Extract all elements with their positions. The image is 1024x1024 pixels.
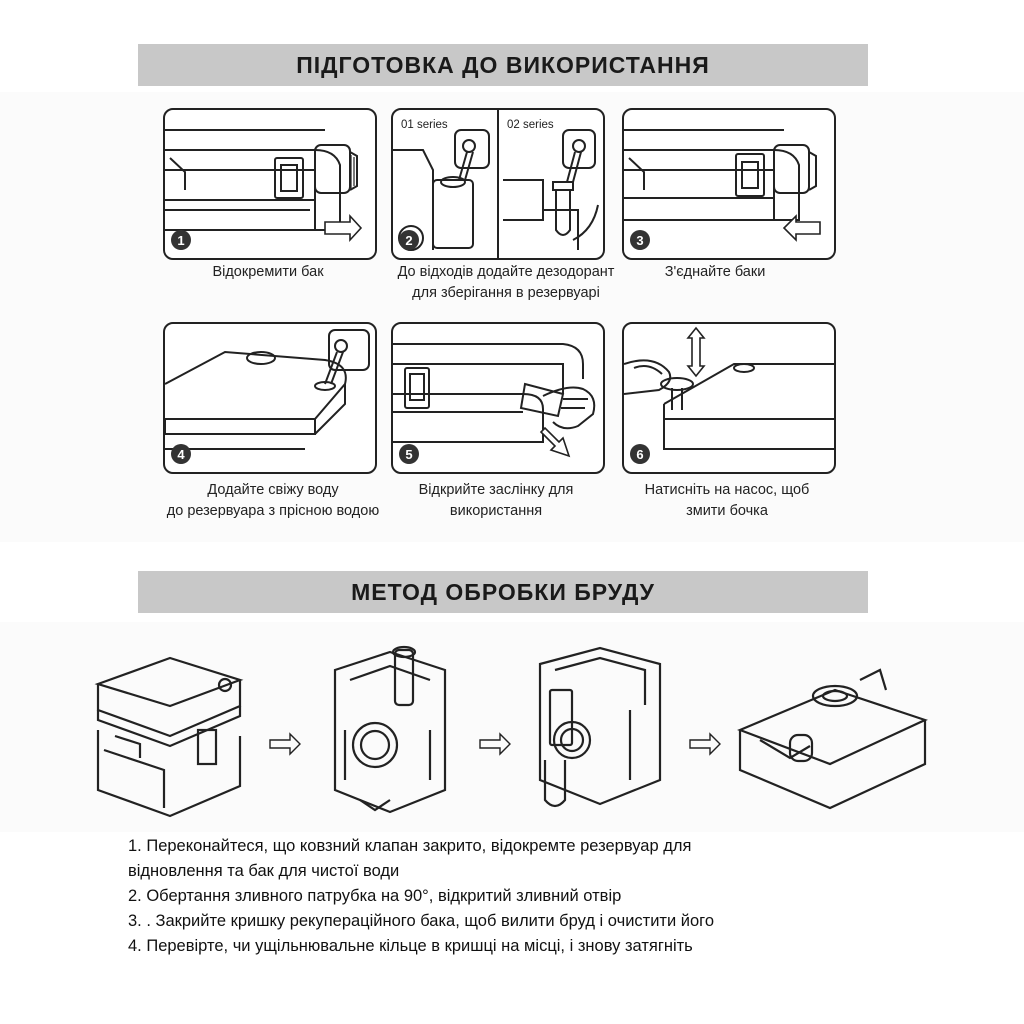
instruction-line: 2. Обертання зливного патрубка на 90°, в…	[128, 884, 888, 909]
step-caption-5: Відкрийте заслінку для використання	[381, 480, 611, 522]
fresh-water-illustration: 4	[165, 324, 375, 472]
waste-title: МЕТОД ОБРОБКИ БРУДУ	[351, 579, 655, 606]
step-caption-3: З'єднайте баки	[610, 262, 820, 283]
waste-process-illustration	[90, 640, 930, 820]
instruction-line: 4. Перевірте, чи ущільнювальне кільце в …	[128, 934, 888, 959]
instruction-line: 1. Переконайтеся, що ковзний клапан закр…	[128, 834, 888, 859]
step-panel-6: 6	[622, 322, 836, 474]
open-valve-illustration: 5	[393, 324, 603, 472]
instruction-line: відновлення та бак для чистої води	[128, 859, 888, 884]
waste-banner: МЕТОД ОБРОБКИ БРУДУ	[138, 571, 868, 613]
svg-text:3: 3	[636, 233, 643, 248]
step-caption-4: Додайте свіжу воду до резервуара з прісн…	[128, 480, 418, 522]
preparation-banner: ПІДГОТОВКА ДО ВИКОРИСТАННЯ	[138, 44, 868, 86]
svg-text:5: 5	[405, 447, 412, 462]
toilet-separate-illustration: 1	[165, 110, 375, 258]
toilet-connect-illustration: 3	[624, 110, 834, 258]
step-caption-6: Натисніть на насос, щоб змити бочка	[612, 480, 842, 522]
svg-text:2: 2	[405, 233, 412, 248]
step-panel-1: 1	[163, 108, 377, 260]
svg-text:6: 6	[636, 447, 643, 462]
svg-text:02 series: 02 series	[507, 119, 554, 131]
svg-text:01 series: 01 series	[401, 119, 448, 131]
waste-instructions: 1. Переконайтеся, що ковзний клапан закр…	[128, 834, 888, 959]
instruction-line: 3. . Закрийте кришку рекупераційного бак…	[128, 909, 888, 934]
step-panel-4: 4	[163, 322, 377, 474]
svg-text:1: 1	[177, 233, 184, 248]
step-caption-1: Відокремити бак	[163, 262, 373, 283]
preparation-title: ПІДГОТОВКА ДО ВИКОРИСТАННЯ	[296, 52, 710, 79]
svg-text:4: 4	[177, 447, 185, 462]
step-panel-5: 5	[391, 322, 605, 474]
step-panel-3: 3	[622, 108, 836, 260]
step-panel-2: 01 series 02 series 2	[391, 108, 605, 260]
deodorant-illustration: 01 series 02 series 2	[393, 110, 603, 258]
step-caption-2: До відходів додайте дезодорант для збері…	[361, 262, 651, 304]
flush-pump-illustration: 6	[624, 324, 834, 472]
